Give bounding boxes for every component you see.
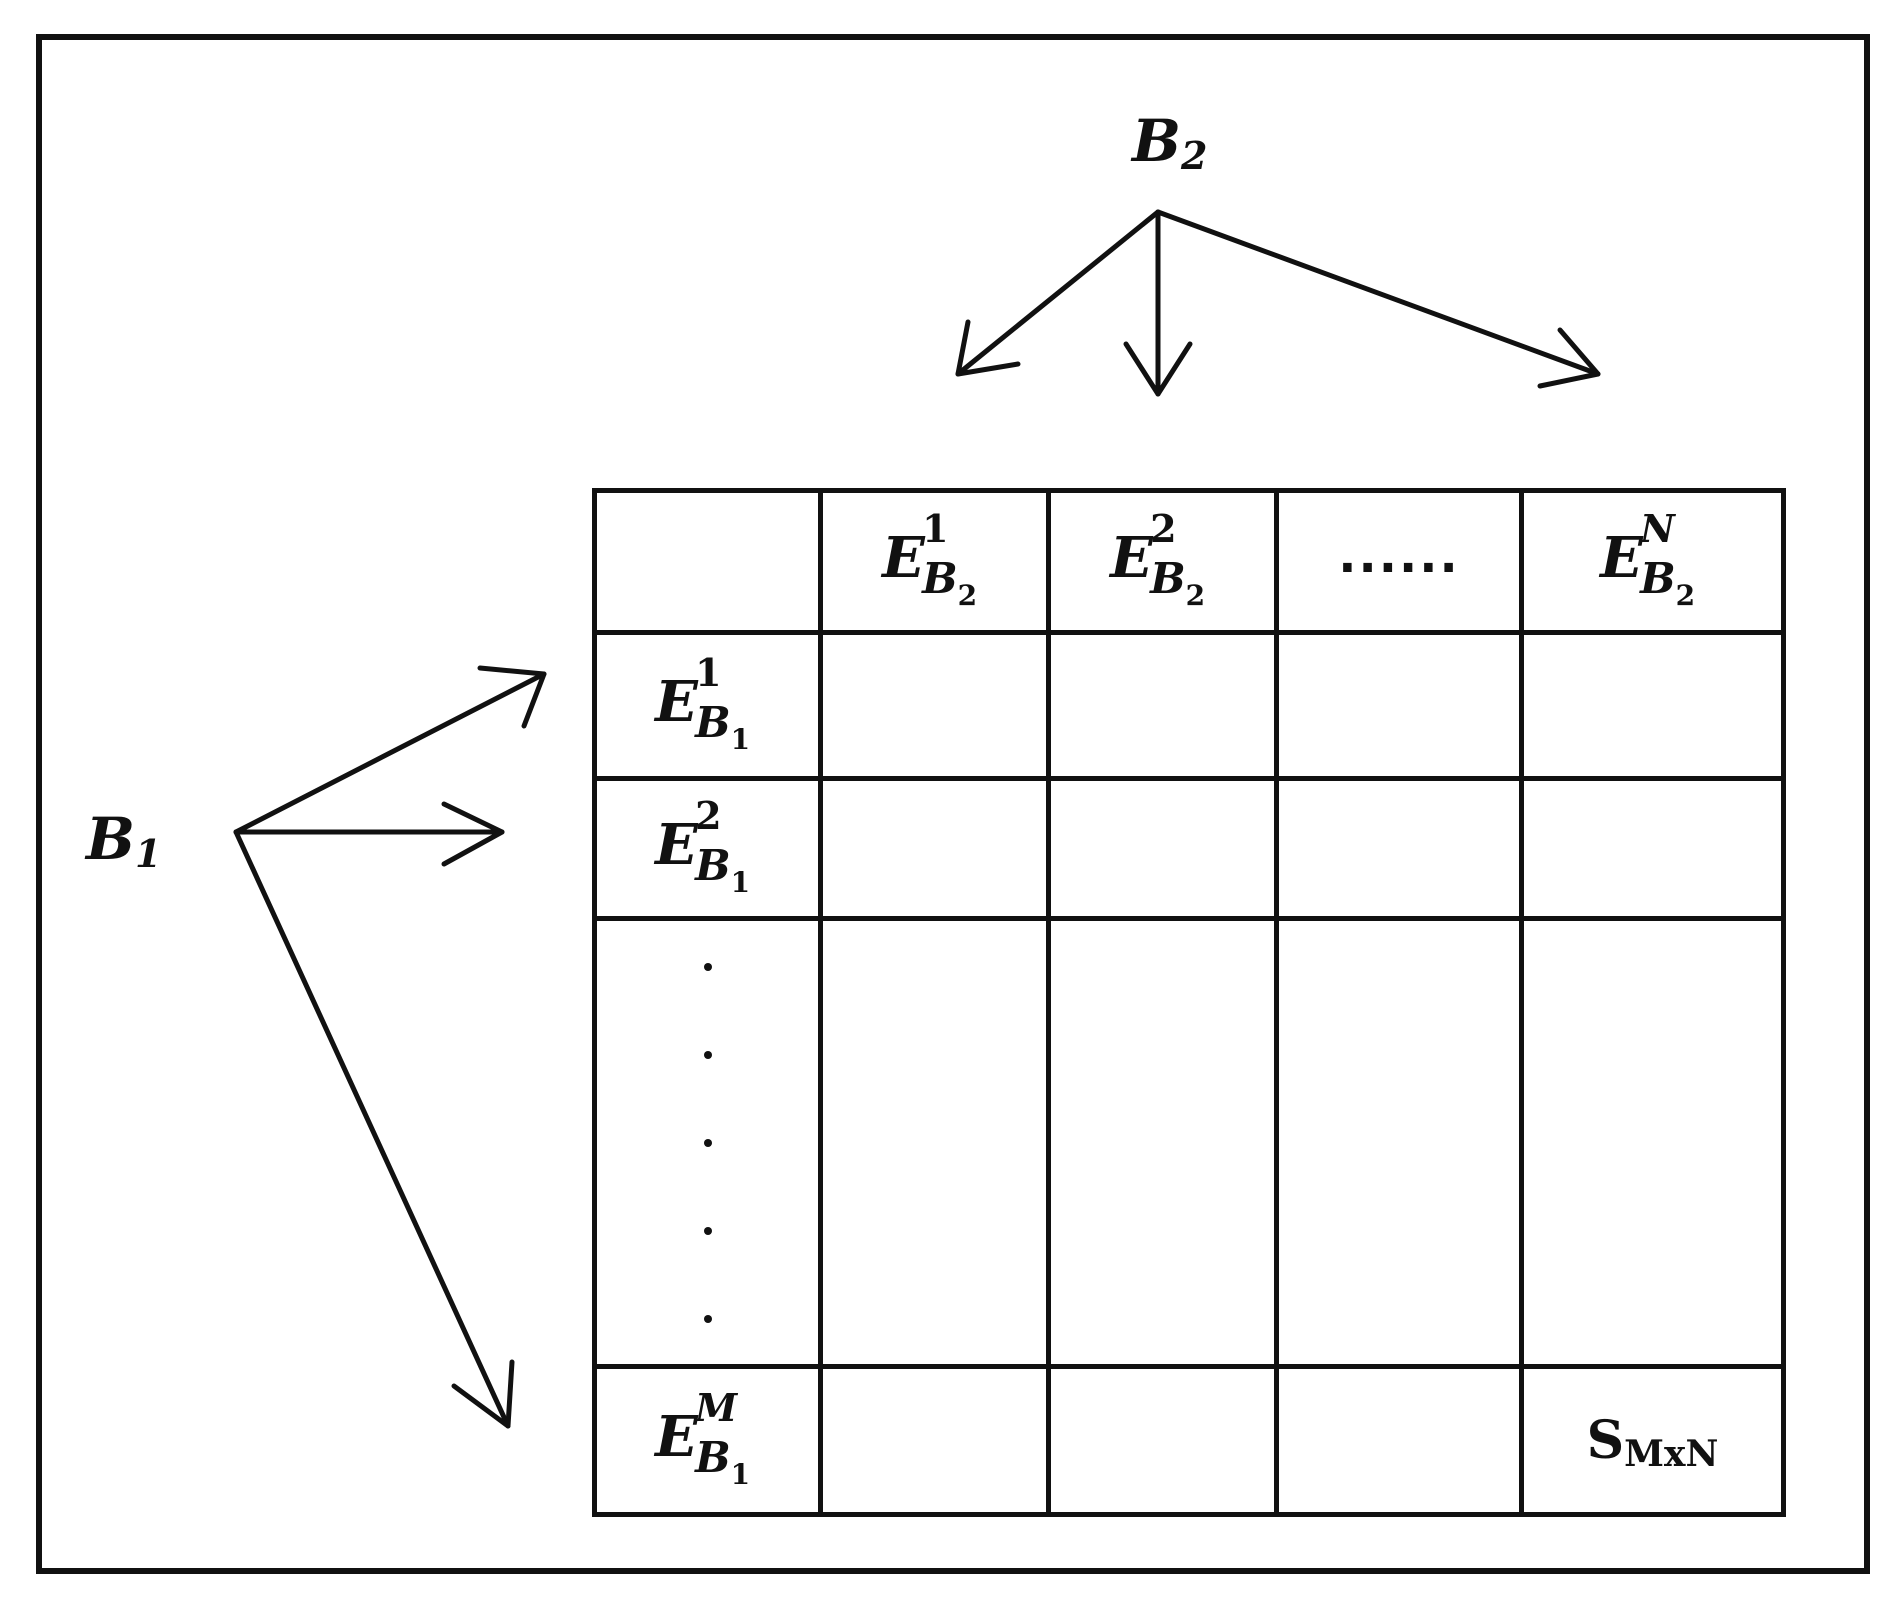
- arrow-b1-up: [233, 665, 547, 835]
- row-header: E 2 B1: [592, 776, 823, 921]
- matrix-cell: [818, 1364, 1051, 1517]
- matrix-cell: [1519, 916, 1786, 1369]
- arrow-b1-down: [233, 829, 515, 1429]
- column-header: E 1 B2: [818, 488, 1051, 635]
- matrix-cell: [1046, 916, 1279, 1369]
- block-b1-index: 1: [135, 831, 162, 876]
- dot: [703, 1138, 712, 1147]
- matrix-cell: [1274, 916, 1524, 1369]
- matrix-row-ellipsis: [592, 916, 1786, 1369]
- block-b2-index: 2: [1181, 133, 1208, 178]
- matrix-cell: [1274, 776, 1524, 921]
- block-b2-base: B: [1132, 107, 1182, 175]
- result-cell: SMxN: [1519, 1364, 1786, 1517]
- col-label-1: E 1 B2: [882, 505, 978, 612]
- result-label: SMxN: [1586, 1409, 1719, 1475]
- block-b1-label: B1: [86, 810, 161, 873]
- row-label-1: E 1 B1: [655, 649, 751, 756]
- matrix-row: E M B1 SMxN: [592, 1364, 1786, 1517]
- col-label-2: E 2 B2: [1110, 505, 1206, 612]
- matrix-cell: [1274, 1364, 1524, 1517]
- col-label-n: E N B2: [1600, 505, 1696, 612]
- header-row: E 1 B2 E 2 B2 ...... E N B2: [592, 488, 1786, 635]
- arrow-b2-left: [955, 209, 1161, 377]
- column-header-ellipsis: ......: [1274, 488, 1524, 635]
- similarity-matrix: E 1 B2 E 2 B2 ...... E N B2 E: [592, 488, 1786, 1517]
- row-header: E M B1: [592, 1364, 823, 1517]
- row-label-m: E M B1: [655, 1384, 751, 1491]
- matrix-cell: [1519, 776, 1786, 921]
- matrix-cell: [818, 916, 1051, 1369]
- block-b2-label: B2: [1132, 112, 1207, 175]
- figure-frame: [36, 34, 1870, 1574]
- dot: [703, 1050, 712, 1059]
- dot: [703, 962, 712, 971]
- row-header: E 1 B1: [592, 630, 823, 781]
- column-header: E 2 B2: [1046, 488, 1279, 635]
- matrix-cell: [1046, 776, 1279, 921]
- matrix-row: E 2 B1: [592, 776, 1786, 921]
- vertical-dots: [597, 962, 818, 1323]
- arrow-b2-right: [1155, 209, 1601, 389]
- row-header-ellipsis: [592, 916, 823, 1369]
- matrix-cell: [1274, 630, 1524, 781]
- matrix-cell: [1046, 1364, 1279, 1517]
- matrix-cell: [1046, 630, 1279, 781]
- matrix-cell: [1519, 630, 1786, 781]
- matrix-cell: [818, 630, 1051, 781]
- column-header: E N B2: [1519, 488, 1786, 635]
- dot: [703, 1314, 712, 1323]
- col-ellipsis: ......: [1338, 527, 1460, 584]
- matrix-cell: [818, 776, 1051, 921]
- corner-cell: [592, 488, 823, 635]
- matrix-row: E 1 B1: [592, 630, 1786, 781]
- arrow-b2-down: [1123, 209, 1193, 397]
- row-label-2: E 2 B1: [655, 792, 751, 899]
- arrow-b1-right: [233, 801, 505, 867]
- dot: [703, 1226, 712, 1235]
- block-b1-base: B: [86, 805, 136, 873]
